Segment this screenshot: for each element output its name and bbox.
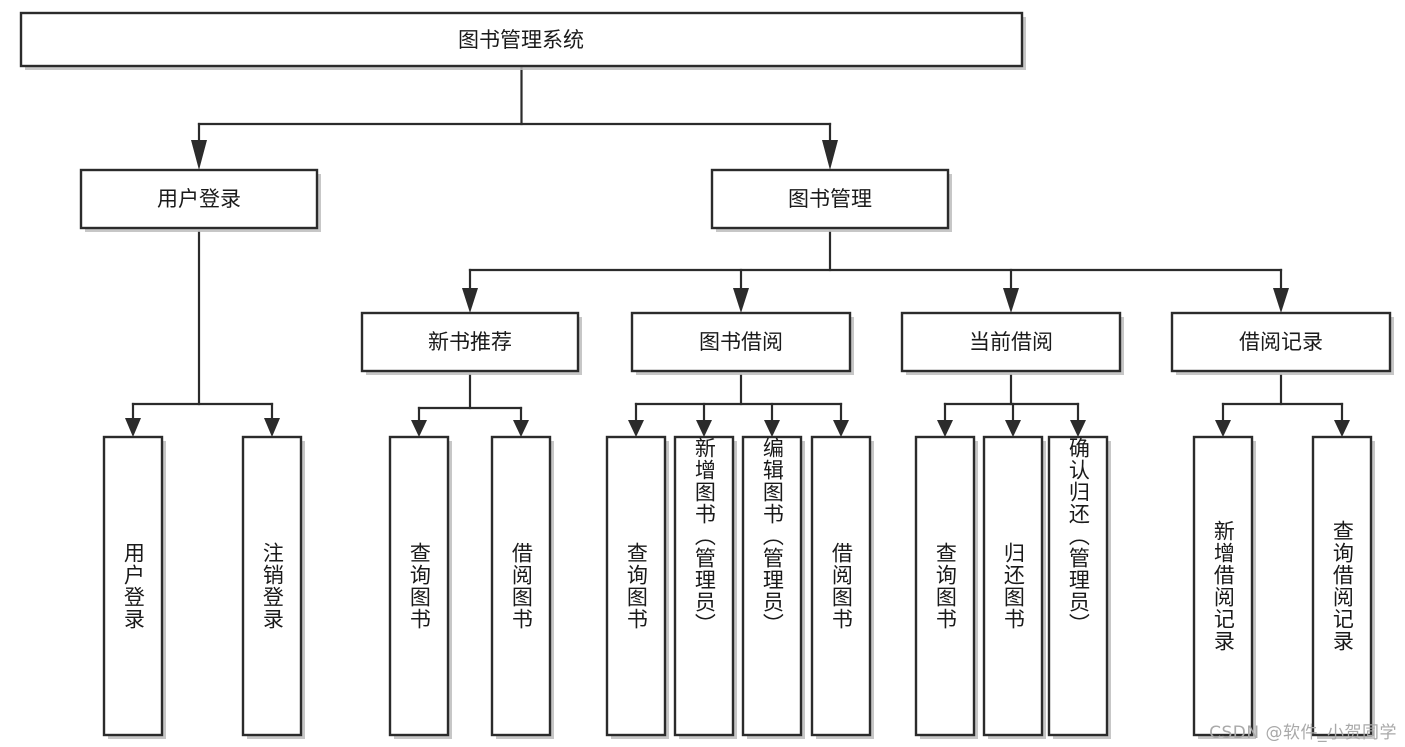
arrow-currentborrow-leaf-1: [1005, 420, 1021, 437]
arrow-userlogin-leaf-0: [125, 418, 141, 437]
arrow-userlogin-leaf-1: [264, 418, 280, 437]
node-current-borrow-label: 当前借阅: [969, 330, 1053, 354]
leaf-box-book-borrow-0[interactable]: [605, 435, 667, 737]
leaf-box-borrow-record-1[interactable]: [1311, 435, 1373, 737]
arrow-bookborrow-leaf-2: [764, 420, 780, 437]
leaf-box-current-borrow-1[interactable]: [982, 435, 1044, 737]
arrow-currentborrow-leaf-0: [937, 420, 953, 437]
node-user-login-label: 用户登录: [157, 187, 241, 211]
leaf-box-user-login-1[interactable]: [241, 435, 303, 737]
node-new-book-recommend[interactable]: 新书推荐: [360, 311, 582, 375]
node-book-borrow-label: 图书借阅: [699, 330, 783, 354]
arrow-bookborrow-leaf-1: [696, 420, 712, 437]
leaf-box-book-borrow-1[interactable]: [673, 435, 735, 737]
leaf-box-borrow-record-0[interactable]: [1192, 435, 1254, 737]
arrow-heads: [125, 140, 1350, 437]
node-user-login[interactable]: 用户登录: [79, 168, 321, 232]
node-book-borrow[interactable]: 图书借阅: [630, 311, 854, 375]
node-borrow-record[interactable]: 借阅记录: [1170, 311, 1394, 375]
leaf-boxes: [102, 435, 1375, 739]
arrow-to-borrow-record: [1273, 288, 1289, 313]
leaf-box-current-borrow-0[interactable]: [914, 435, 976, 737]
node-book-manage[interactable]: 图书管理: [710, 168, 952, 232]
node-root[interactable]: 图书管理系统: [19, 11, 1026, 70]
arrow-to-current-borrow: [1003, 288, 1019, 313]
leaf-box-current-borrow-2[interactable]: [1047, 435, 1109, 737]
node-borrow-record-label: 借阅记录: [1239, 330, 1323, 354]
arrow-to-book-borrow: [733, 288, 749, 313]
leaf-box-new-book-1[interactable]: [490, 435, 552, 737]
watermark: CSDN @软件_小贺同学: [1209, 723, 1397, 743]
node-root-label: 图书管理系统: [458, 28, 584, 52]
arrow-bookborrow-leaf-3: [833, 420, 849, 437]
arrow-newbook-leaf-1: [513, 420, 529, 437]
leaf-box-new-book-0[interactable]: [388, 435, 450, 737]
node-new-book-recommend-label: 新书推荐: [428, 330, 512, 354]
connector-lines: [131, 64, 1344, 422]
node-book-manage-label: 图书管理: [788, 187, 872, 211]
arrow-currentborrow-leaf-2: [1070, 420, 1086, 437]
leaf-box-user-login-0[interactable]: [102, 435, 164, 737]
arrow-borrowrecord-leaf-1: [1334, 420, 1350, 437]
arrow-borrowrecord-leaf-0: [1215, 420, 1231, 437]
node-current-borrow[interactable]: 当前借阅: [900, 311, 1124, 375]
arrow-to-book-manage: [822, 140, 838, 170]
arrow-newbook-leaf-0: [411, 420, 427, 437]
leaf-box-book-borrow-3[interactable]: [810, 435, 872, 737]
arrow-to-new-book: [462, 288, 478, 313]
leaf-box-book-borrow-2[interactable]: [741, 435, 803, 737]
arrow-to-user-login: [191, 140, 207, 170]
arrow-bookborrow-leaf-0: [628, 420, 644, 437]
